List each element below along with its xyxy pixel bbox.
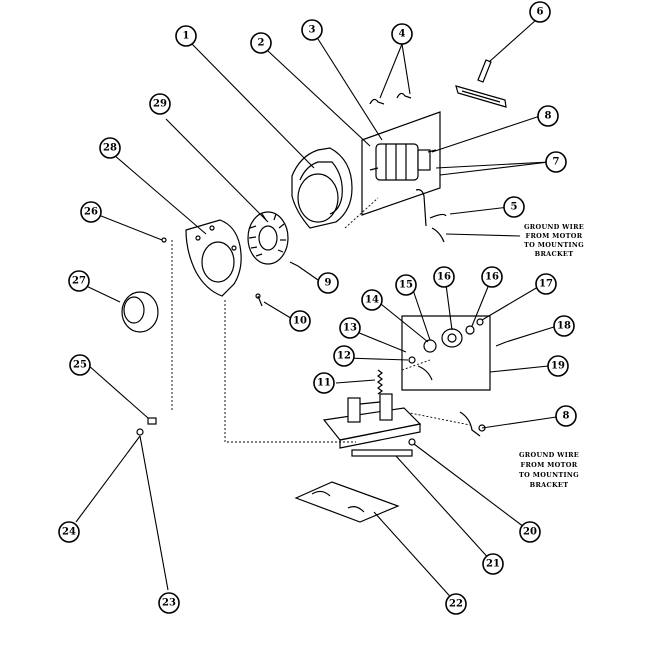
part-clips [369, 92, 412, 105]
part-screw-10 [255, 293, 263, 307]
part-bracket-bar [455, 59, 507, 108]
svg-text:2: 2 [258, 38, 265, 49]
svg-text:23: 23 [162, 598, 176, 609]
svg-text:21: 21 [486, 559, 500, 570]
svg-text:25: 25 [73, 360, 87, 371]
callout-6: 6 [529, 1, 551, 23]
callout-17: 17 [535, 273, 557, 295]
svg-text:BRACKET: BRACKET [535, 250, 574, 258]
callout-4: 4 [391, 23, 413, 45]
callout-10: 10 [289, 310, 311, 332]
part-blower-wheel [247, 211, 289, 265]
part-seal-ring [121, 291, 159, 333]
callout-27: 27 [68, 270, 90, 292]
callout-25: 25 [69, 354, 91, 376]
callout-14: 14 [361, 289, 383, 311]
callout-7: 7 [545, 151, 567, 173]
callout-24: 24 [58, 521, 80, 543]
svg-text:12: 12 [337, 351, 351, 362]
note-ground-wire-upper: GROUND WIRE FROM MOTOR TO MOUNTING BRACK… [524, 223, 584, 258]
svg-text:5: 5 [511, 202, 518, 213]
svg-text:GROUND WIRE: GROUND WIRE [524, 223, 584, 231]
svg-text:GROUND WIRE: GROUND WIRE [519, 451, 579, 459]
svg-text:28: 28 [103, 143, 117, 154]
part-screw-27 [161, 237, 167, 243]
leader-lines [75, 19, 564, 604]
callout-29: 29 [149, 93, 171, 115]
part-mounting-bracket [322, 393, 422, 457]
callout-20: 20 [519, 521, 541, 543]
svg-text:29: 29 [153, 99, 167, 110]
callout-1: 1 [175, 25, 197, 47]
svg-text:20: 20 [523, 527, 537, 538]
part-blower-housing [291, 147, 353, 229]
svg-text:8: 8 [563, 411, 570, 422]
callout-18: 18 [553, 315, 575, 337]
svg-text:7: 7 [553, 157, 560, 168]
svg-text:26: 26 [84, 207, 98, 218]
svg-text:22: 22 [449, 599, 463, 610]
svg-text:13: 13 [343, 323, 357, 334]
callout-28: 28 [99, 137, 121, 159]
note-ground-wire-lower: GROUND WIRE FROM MOTOR TO MOUNTING BRACK… [519, 451, 579, 489]
part-screw-20 [408, 438, 416, 446]
svg-text:TO MOUNTING: TO MOUNTING [519, 471, 579, 479]
svg-text:4: 4 [399, 29, 406, 40]
part-ground-wire-lower [459, 411, 486, 437]
part-blower-back-plate [185, 219, 242, 297]
svg-text:6: 6 [537, 7, 544, 18]
part-ground-wire-upper [415, 189, 447, 243]
callout-2: 2 [250, 32, 272, 54]
part-fasteners-25 [136, 417, 157, 436]
svg-text:16: 16 [485, 272, 499, 283]
callout-15: 15 [395, 274, 417, 296]
callout-16-left: 16 [433, 266, 455, 288]
part-spring [377, 369, 383, 395]
svg-text:27: 27 [72, 276, 86, 287]
part-screw-18 [495, 341, 507, 347]
svg-text:11: 11 [317, 378, 331, 389]
svg-text:TO MOUNTING: TO MOUNTING [524, 241, 584, 249]
callout-8-upper: 8 [537, 105, 559, 127]
callout-11: 11 [313, 372, 335, 394]
callout-12: 12 [333, 345, 355, 367]
svg-text:19: 19 [551, 361, 565, 372]
svg-text:15: 15 [399, 280, 413, 291]
part-base-plate [294, 481, 400, 523]
svg-text:BRACKET: BRACKET [530, 481, 569, 489]
part-screw-9 [289, 261, 299, 267]
svg-text:14: 14 [365, 295, 379, 306]
callout-16-right: 16 [481, 266, 503, 288]
callout-9: 9 [317, 272, 339, 294]
svg-text:1: 1 [183, 31, 190, 42]
svg-text:8: 8 [545, 111, 552, 122]
svg-text:FROM MOTOR: FROM MOTOR [526, 232, 583, 240]
callout-21: 21 [482, 553, 504, 575]
svg-text:24: 24 [62, 527, 76, 538]
svg-text:10: 10 [293, 316, 307, 327]
svg-text:3: 3 [309, 25, 316, 36]
svg-text:9: 9 [325, 278, 332, 289]
callout-26: 26 [80, 201, 102, 223]
callout-23: 23 [158, 592, 180, 614]
part-motor [369, 143, 437, 181]
callout-8-lower: 8 [555, 405, 577, 427]
part-switch-box [401, 315, 491, 391]
callout-3: 3 [301, 19, 323, 41]
callout-5: 5 [503, 196, 525, 218]
callout-13: 13 [339, 317, 361, 339]
part-mounting-plate [361, 111, 441, 216]
callout-22: 22 [445, 593, 467, 615]
svg-text:FROM MOTOR: FROM MOTOR [521, 461, 578, 469]
svg-text:16: 16 [437, 272, 451, 283]
svg-text:17: 17 [539, 279, 553, 290]
callout-19: 19 [547, 355, 569, 377]
svg-text:18: 18 [557, 321, 571, 332]
